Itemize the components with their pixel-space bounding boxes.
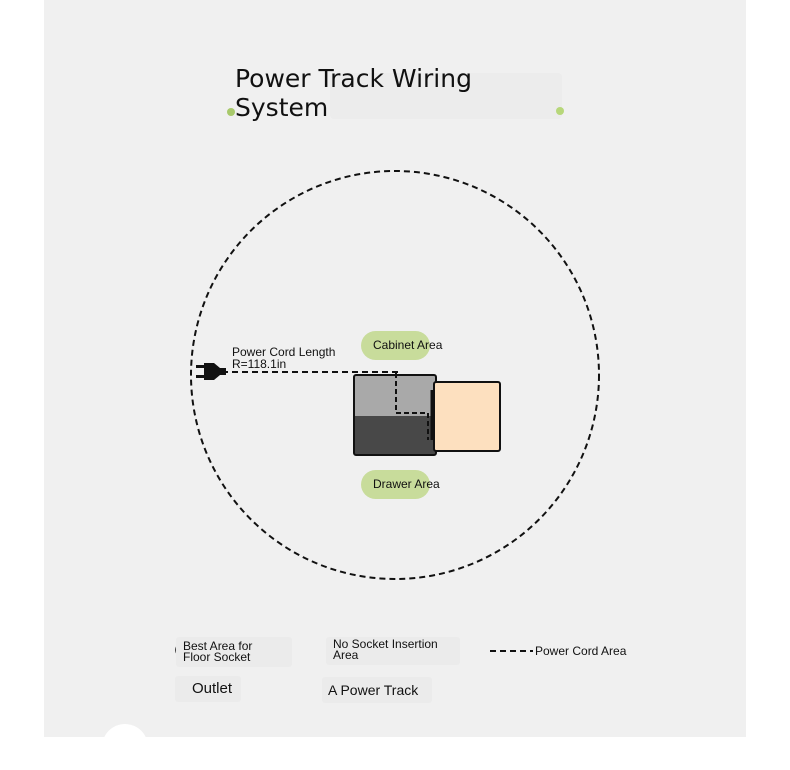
bottom-handle xyxy=(102,724,148,770)
best-area-backdrop xyxy=(176,637,292,667)
cabinet-area-text: Cabinet Area xyxy=(373,338,443,352)
legend-best-area-line-2: Floor Socket xyxy=(183,650,251,664)
power-cord-radius-circle xyxy=(190,170,600,580)
page-title: Power Track Wiring System xyxy=(235,64,535,122)
power-track-backdrop xyxy=(322,677,432,703)
drawer-area-label: Drawer Area xyxy=(361,470,440,499)
legend-no-socket: No Socket Insertion Area xyxy=(333,637,438,662)
outlet-backdrop xyxy=(175,676,241,702)
no-socket-backdrop xyxy=(326,637,460,665)
legend-outlet: Outlet xyxy=(192,680,233,697)
internal-cord-path xyxy=(395,373,429,440)
power-cord-label-line-2: R=118.1in xyxy=(232,357,287,371)
power-cord-label-line-1: Power Cord Length xyxy=(232,345,336,359)
title-line-1: Power Track Wiring xyxy=(235,64,472,93)
title-accent-dot-left xyxy=(227,108,235,116)
power-cord-label: Power Cord Length R=118.1in xyxy=(232,346,335,370)
title-line-2: System xyxy=(235,93,329,122)
diagram-panel xyxy=(44,0,746,737)
cabinet-unit xyxy=(353,373,501,456)
title-backdrop xyxy=(330,73,562,119)
legend-no-socket-line-2: Area xyxy=(333,648,359,662)
cabinet-area-label: Cabinet Area xyxy=(361,331,442,360)
side-panel xyxy=(433,381,501,452)
legend-best-area: Best Area for Floor Socket xyxy=(183,639,253,664)
legend-best-area-line-1: Best Area for xyxy=(183,639,253,653)
wiring-diagram xyxy=(175,170,600,694)
drawer-area-text: Drawer Area xyxy=(373,477,440,491)
legend-cord-area: Power Cord Area xyxy=(535,644,627,658)
plug-icon xyxy=(196,363,226,380)
legend-no-socket-line-1: No Socket Insertion xyxy=(333,637,438,651)
legend-power-track: A Power Track xyxy=(328,682,419,698)
drawer-block xyxy=(354,416,436,455)
title-accent-dot-right xyxy=(556,107,564,115)
